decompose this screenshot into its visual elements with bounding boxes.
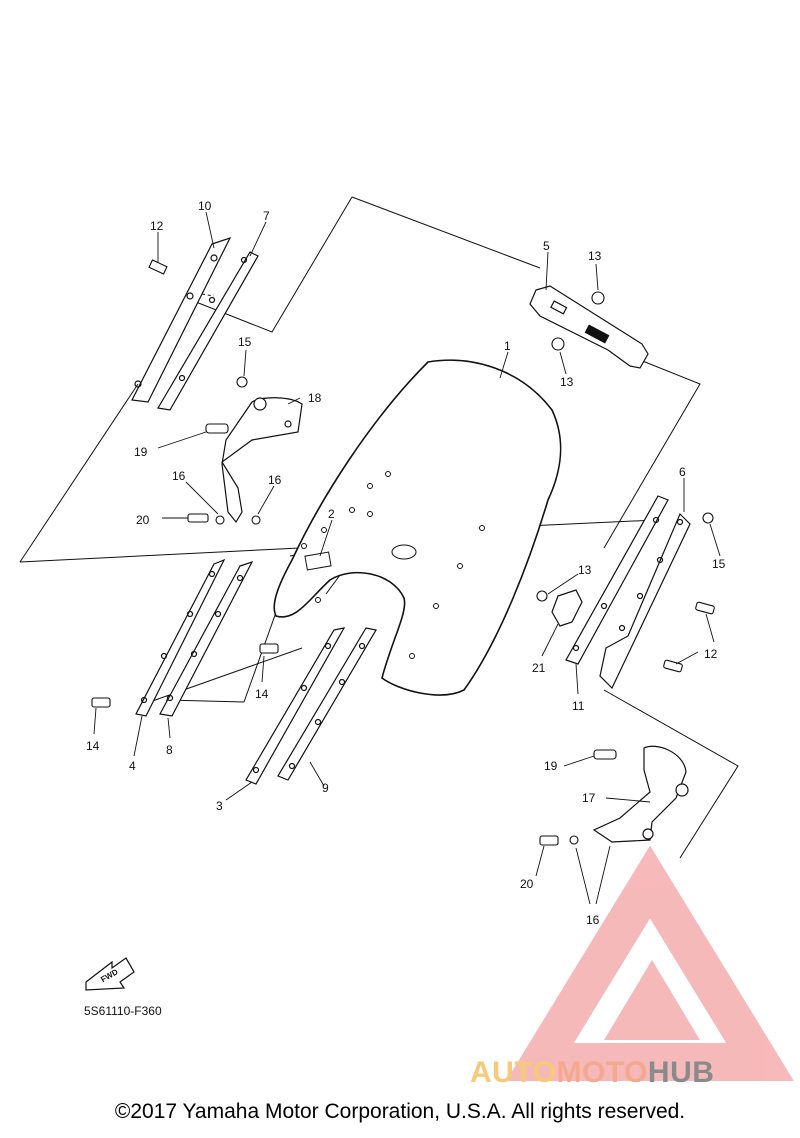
callout-13-top: 13 [588,249,602,263]
callout-7: 7 [263,209,270,223]
watermark-auto: AUTO [470,1056,557,1089]
callout-4: 4 [129,759,136,773]
callout-12-top: 12 [150,219,164,233]
callout-20-right: 20 [520,877,534,891]
callout-14-center: 14 [255,687,269,701]
strip-part-3 [245,627,346,785]
watermark-brand: AUTOMOTOHUB [470,1056,714,1090]
right-bracket-part-11 [565,495,669,665]
callout-12-right: 12 [704,647,718,661]
windshield-part-1 [273,359,562,696]
callout-15-left: 15 [238,335,252,349]
watermark-moto: MOTO [556,1056,648,1089]
callout-5: 5 [543,239,550,253]
callout-13-right: 13 [578,563,592,577]
callout-19-left: 19 [134,445,148,459]
callout-10: 10 [198,199,212,213]
stay-part-17 [592,745,689,843]
callout-17: 17 [582,791,596,805]
callout-16-right: 16 [268,473,282,487]
callout-8: 8 [166,743,173,757]
strip-part-9 [277,627,377,781]
strip-part-4 [135,558,226,717]
strip-part-8 [159,560,254,717]
callout-14-left: 14 [86,739,100,753]
callout-16-left: 16 [172,469,186,483]
fwd-arrow-icon: FWD [85,957,135,991]
callout-20-left: 20 [136,513,150,527]
copyright-notice: ©2017 Yamaha Motor Corporation, U.S.A. A… [114,1100,686,1123]
watermark-hub: HUB [647,1056,715,1089]
callout-19-right: 19 [544,759,558,773]
callout-21: 21 [532,661,546,675]
callout-9: 9 [322,781,329,795]
callout-6: 6 [679,465,686,479]
leader-lines [93,211,721,905]
callout-11: 11 [572,699,585,713]
right-bracket-part-6 [599,512,691,690]
mount-bracket-part-5 [529,285,649,369]
left-bracket-part-10 [131,236,232,403]
figure-code: 5S61110-F360 [84,1004,162,1018]
stay-part-18 [221,397,303,524]
left-bracket-part-7 [157,251,259,411]
callout-3: 3 [216,799,223,813]
callout-18: 18 [308,391,322,405]
callout-15-right: 15 [712,557,726,571]
callout-13-mid: 13 [560,375,574,389]
callout-labels: 1 2 3 4 5 6 7 8 9 10 11 12 12 13 13 13 1… [86,199,726,927]
callout-1: 1 [504,339,511,353]
watermark-logo [506,845,794,1081]
callout-2: 2 [328,507,335,521]
bracket-part-21 [551,589,583,627]
callout-16-bottom: 16 [586,913,600,927]
